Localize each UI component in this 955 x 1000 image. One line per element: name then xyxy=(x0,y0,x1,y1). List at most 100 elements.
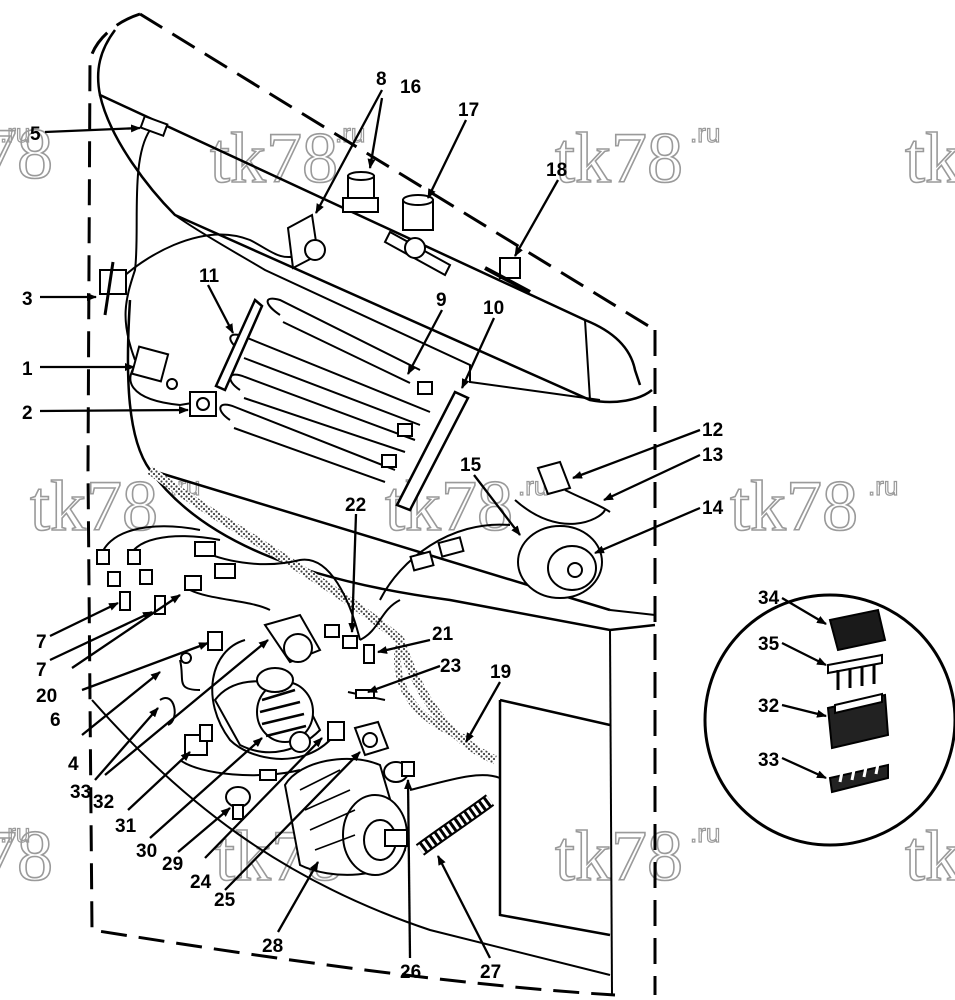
callout-9: 9 xyxy=(436,290,447,311)
watermark-suffix: .ru xyxy=(0,118,30,148)
part-24-fitting xyxy=(327,721,345,741)
watermark: tk78 .ru xyxy=(729,465,899,547)
callout-11: 11 xyxy=(199,266,220,287)
strip xyxy=(214,297,264,392)
callout-32-inset: 32 xyxy=(758,696,779,717)
callout-33-inset: 33 xyxy=(758,750,779,771)
part-33-strip xyxy=(828,763,889,794)
part-30-motor xyxy=(213,667,322,754)
callout-14: 14 xyxy=(702,498,724,519)
callout-28: 28 xyxy=(262,936,283,957)
inset-detail xyxy=(703,593,955,847)
callout-5: 5 xyxy=(30,124,41,145)
part-33-cable xyxy=(159,697,176,726)
watermark-text: tk78 xyxy=(730,466,858,546)
part-5-fitting xyxy=(139,114,169,138)
watermark-text: tk78 xyxy=(905,816,955,896)
callout-17: 17 xyxy=(458,100,479,121)
callout-33: 33 xyxy=(70,782,91,803)
watermark: tk78 xyxy=(904,815,955,897)
callout-34: 34 xyxy=(758,588,780,609)
leader-lines xyxy=(39,89,827,959)
callout-31: 31 xyxy=(115,816,137,837)
watermark: tk78.ru xyxy=(0,815,54,897)
callout-2: 2 xyxy=(22,403,33,424)
callout-4: 4 xyxy=(68,754,79,775)
watermark-text: tk78 xyxy=(555,118,683,198)
callout-19: 19 xyxy=(490,662,511,683)
part-28-motor xyxy=(259,757,408,876)
part-12-switch xyxy=(536,460,572,496)
part-7-sensors xyxy=(96,549,166,615)
watermark: tk78.ru xyxy=(0,113,54,195)
watermark: tk78 xyxy=(904,117,955,199)
watermark-layer: tk78.ru tk78.ru tk78.ru tk78 tk78.ru tk7… xyxy=(0,113,955,897)
housing xyxy=(86,12,657,997)
watermark-text: tk78 xyxy=(210,118,338,198)
watermark-suffix: .ru xyxy=(0,818,30,848)
callout-27: 27 xyxy=(480,962,501,983)
part-32-contactor xyxy=(263,613,322,664)
callout-21: 21 xyxy=(432,624,454,645)
part-27-conduit xyxy=(415,794,495,856)
callout-25: 25 xyxy=(214,890,236,911)
bracket xyxy=(395,390,470,512)
part-26-bolt xyxy=(383,761,415,783)
watermark-text: tk78 xyxy=(0,114,53,194)
callout-22: 22 xyxy=(345,495,366,516)
part-3-valve xyxy=(99,261,127,316)
callout-7a: 7 xyxy=(36,632,47,653)
part-21-fitting xyxy=(363,644,375,664)
part-15-connector xyxy=(409,536,465,572)
watermark-text: tk78 xyxy=(30,466,158,546)
callout-10: 10 xyxy=(483,298,504,319)
watermark-suffix: .ru xyxy=(690,118,720,148)
callout-7b: 7 xyxy=(36,660,47,681)
part-25-plate xyxy=(353,720,390,757)
part-17-valve xyxy=(383,194,452,277)
part-34-cover xyxy=(828,608,887,652)
part-22-fitting xyxy=(324,624,358,649)
part-16-valve xyxy=(342,171,379,213)
callout-32: 32 xyxy=(93,792,114,813)
part-23-resistor xyxy=(347,689,386,701)
callout-23: 23 xyxy=(440,656,461,677)
part-8-box xyxy=(286,213,326,270)
callout-3: 3 xyxy=(22,289,33,310)
callout-13: 13 xyxy=(702,445,723,466)
watermark-suffix: .ru xyxy=(868,471,898,501)
part-35-jumper xyxy=(827,653,883,690)
callout-26: 26 xyxy=(400,962,421,983)
watermark: tk78.ru xyxy=(554,815,721,897)
part-14-fan xyxy=(517,525,603,599)
callout-29: 29 xyxy=(162,854,183,875)
callout-16: 16 xyxy=(400,77,421,98)
braided-cable xyxy=(147,466,497,765)
watermark-text: tk78 xyxy=(555,816,683,896)
callout-18: 18 xyxy=(546,160,567,181)
part-20-sensor xyxy=(184,541,236,591)
callout-15: 15 xyxy=(460,455,482,476)
watermark-text: tk78 xyxy=(905,118,955,198)
callout-12: 12 xyxy=(702,420,723,441)
components xyxy=(96,114,603,876)
callout-24: 24 xyxy=(190,872,212,893)
callout-20: 20 xyxy=(36,686,57,707)
part-31-sensor xyxy=(184,724,213,756)
callout-30: 30 xyxy=(136,841,157,862)
part-6-terminal xyxy=(207,631,223,651)
callout-8: 8 xyxy=(376,69,387,90)
part-4-cable xyxy=(179,652,201,691)
callout-6: 6 xyxy=(50,710,61,731)
callout-labels: 1 2 3 4 5 6 7 7 8 9 10 11 12 13 14 15 16… xyxy=(22,69,780,983)
heater-elements xyxy=(219,297,433,483)
part-32-terminal-block xyxy=(826,692,890,750)
watermark-text: tk78 xyxy=(0,816,53,896)
part-29-plug xyxy=(225,786,251,820)
callout-35: 35 xyxy=(758,634,780,655)
part-18-fitting xyxy=(484,257,531,294)
part-1-valve xyxy=(130,345,178,390)
watermark: tk78.ru xyxy=(209,117,366,199)
callout-1: 1 xyxy=(22,359,33,380)
